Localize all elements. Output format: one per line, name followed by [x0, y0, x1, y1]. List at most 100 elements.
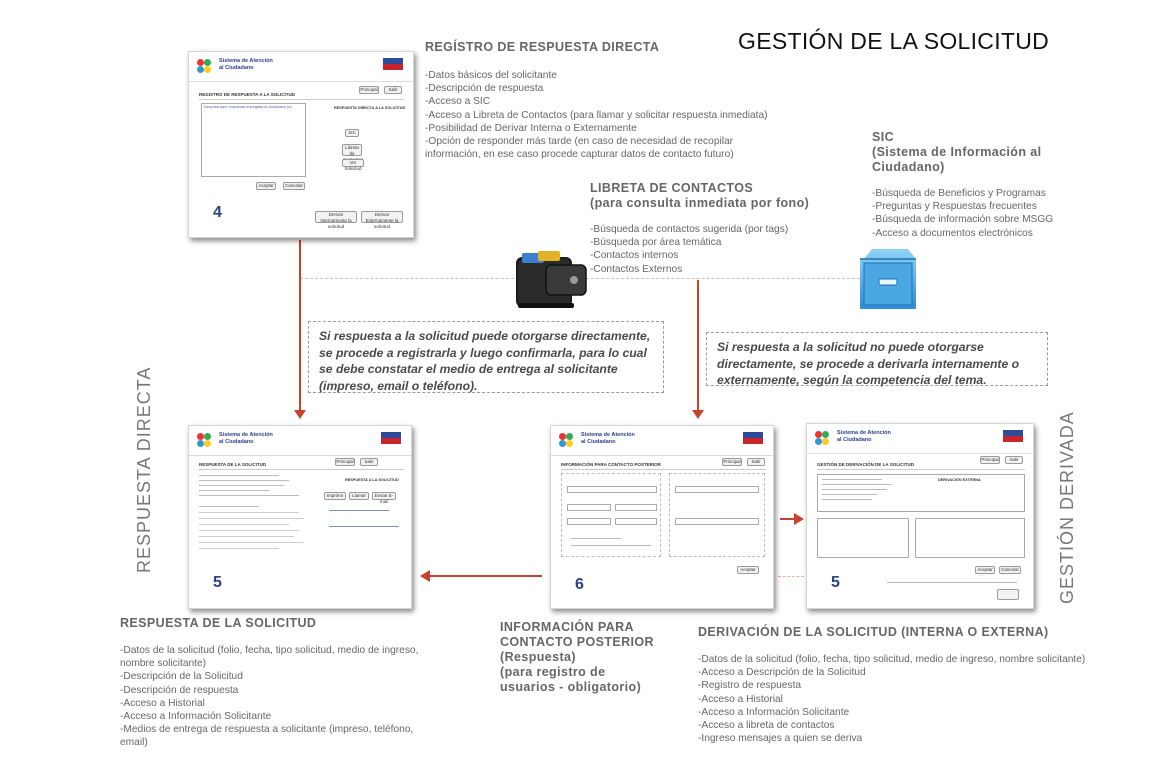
principal-button[interactable]: Principal	[335, 458, 355, 466]
salir-button[interactable]: Salir	[1005, 456, 1023, 464]
derivacion-item: -Acceso a Descripción de la Solicitud	[698, 667, 866, 679]
derivacion-section: DERIVACIÓN DE LA SOLICITUD (INTERNA O EX…	[698, 625, 1086, 745]
link-line	[329, 510, 389, 511]
respuesta-item: -Descripción de respuesta	[120, 684, 239, 696]
derivacion-item: -Acceso a Historial	[698, 693, 783, 705]
registro-item: -Descripción de respuesta	[425, 83, 544, 95]
libreta-item: -Contactos Externos	[590, 263, 683, 275]
descripcion-box	[817, 518, 909, 558]
wallet-icon	[512, 249, 588, 313]
solicitud-info-block	[199, 473, 309, 499]
sic-title-line: Ciudadano)	[872, 160, 945, 174]
derivar-externa-button[interactable]: Derivar Externamente la solicitud	[361, 211, 403, 229]
comuna-field[interactable]	[567, 504, 611, 511]
cargo-field[interactable]	[675, 518, 759, 525]
footer-line	[887, 582, 1017, 583]
informacion-title-line: CONTACTO POSTERIOR	[500, 635, 654, 649]
derivacion-item: -Acceso a Información Solicitante	[698, 706, 850, 718]
llamar-button[interactable]: Llamar	[349, 492, 369, 500]
divider	[199, 99, 404, 100]
email-field[interactable]	[615, 518, 657, 525]
principal-button[interactable]: Principal	[359, 86, 379, 94]
principal-button[interactable]: Principal	[722, 458, 742, 466]
sic-item: -Preguntas y Respuestas frecuentes	[872, 201, 1037, 213]
informacion-title-line: INFORMACIÓN PARA	[500, 620, 634, 634]
derivar-interna-button[interactable]: Derivar Internamente la solicitud	[315, 211, 357, 229]
app-logo-icon	[197, 59, 215, 75]
side-label-gestion-derivada: GESTIÓN DERIVADA	[1057, 411, 1077, 604]
derivacion-item: -Datos de la solicitud (folio, fecha, ti…	[698, 654, 1086, 665]
medio-contacto-radios[interactable]	[571, 536, 657, 550]
government-logo-icon	[743, 432, 763, 444]
sic-section: SIC (Sistema de Información al Ciudadano…	[872, 130, 1053, 240]
arrow-right-head	[794, 513, 804, 525]
registro-item: información, en ese caso procede captura…	[425, 149, 734, 161]
cancelar-button[interactable]: Cancelar	[283, 182, 305, 190]
ver-solicitud-button[interactable]: Ver Solicitud	[342, 159, 364, 171]
descripcion-block	[199, 504, 309, 560]
registro-item: -Acceso a Libreta de Contactos (para lla…	[425, 109, 768, 121]
libreta-title-line: (para consulta inmediata por fono)	[590, 196, 810, 210]
derivacion-title: DERIVACIÓN DE LA SOLICITUD (INTERNA O EX…	[698, 625, 1049, 639]
informacion-title-line: (Respuesta)	[500, 650, 576, 664]
registro-list: -Datos básicos del solicitante -Descripc…	[425, 69, 768, 161]
right-heading: RESPUESTA DIRECTA A LA SOLICITUD	[334, 106, 406, 110]
imprimir-button[interactable]: Imprimir	[324, 492, 346, 500]
libreta-section: LIBRETA DE CONTACTOS (para consulta inme…	[590, 181, 809, 276]
salir-button[interactable]: Salir	[384, 86, 402, 94]
telefono-field[interactable]	[567, 518, 611, 525]
pais-field[interactable]	[615, 504, 657, 511]
step-number: 5	[831, 574, 840, 591]
textarea-placeholder: Describa aquí respuesta entregada al ciu…	[204, 105, 292, 109]
aceptar-button[interactable]: Aceptar	[256, 182, 276, 190]
libreta-list: -Búsqueda de contactos sugerida (por tag…	[590, 223, 809, 276]
side-label-respuesta-directa: RESPUESTA DIRECTA	[134, 366, 154, 573]
aceptar-button[interactable]: Aceptar	[737, 566, 759, 574]
mensaje-textarea[interactable]	[915, 518, 1025, 558]
sic-title-line: (Sistema de Información al	[872, 145, 1042, 159]
sic-button[interactable]: SIC	[345, 129, 359, 137]
direccion-field[interactable]	[567, 486, 657, 493]
sic-title-line: SIC	[872, 130, 895, 144]
derivacion-item: -Acceso a libreta de contactos	[698, 720, 835, 732]
divider	[199, 469, 404, 470]
respuesta-item: -Acceso a Información Solicitante	[120, 711, 272, 723]
libreta-button[interactable]: Libreta de Contactos	[342, 144, 363, 162]
footer-button[interactable]	[997, 589, 1019, 600]
arrow-down-center-line	[697, 280, 699, 412]
ocupacion-field[interactable]	[675, 486, 759, 493]
aceptar-button[interactable]: Aceptar	[975, 566, 995, 574]
registro-item: -Datos básicos del solicitante	[425, 70, 557, 81]
arrow-left-head	[420, 570, 430, 582]
cancelar-button[interactable]: Cancelar	[999, 566, 1021, 574]
government-logo-icon	[381, 432, 401, 444]
respuesta-item: -Acceso a Historial	[120, 697, 205, 709]
right-heading: DERIVACIÓN EXTERNA	[938, 478, 981, 482]
step-number: 5	[213, 574, 222, 591]
salir-button[interactable]: Salir	[360, 458, 378, 466]
registro-item: -Opción de responder más tarde (en caso …	[425, 136, 734, 148]
registro-item: -Posibilidad de Derivar Interna o Extern…	[425, 122, 637, 134]
registro-section: REGÍSTRO DE RESPUESTA DIRECTA -Datos bás…	[425, 40, 768, 161]
informacion-section: INFORMACIÓN PARA CONTACTO POSTERIOR (Res…	[500, 620, 654, 695]
principal-button[interactable]: Principal	[980, 456, 1000, 464]
note-gestion-derivada: Si respuesta a la solicitud no puede oto…	[706, 332, 1048, 387]
thumb-heading: RESPUESTA DE LA SOLICITUD	[199, 462, 267, 467]
respuesta-item: -Descripción de la Solicitud	[120, 671, 243, 683]
respuesta-item: email)	[120, 737, 148, 749]
enviar-email-button[interactable]: Enviar E-mail	[372, 492, 396, 504]
app-logo-icon	[559, 433, 577, 449]
respuesta-textarea[interactable]: Describa aquí respuesta entregada al ciu…	[201, 103, 306, 177]
government-logo-icon	[383, 58, 403, 70]
salir-button[interactable]: Salir	[747, 458, 765, 466]
note-respuesta-directa: Si respuesta a la solicitud puede otorga…	[308, 321, 664, 393]
